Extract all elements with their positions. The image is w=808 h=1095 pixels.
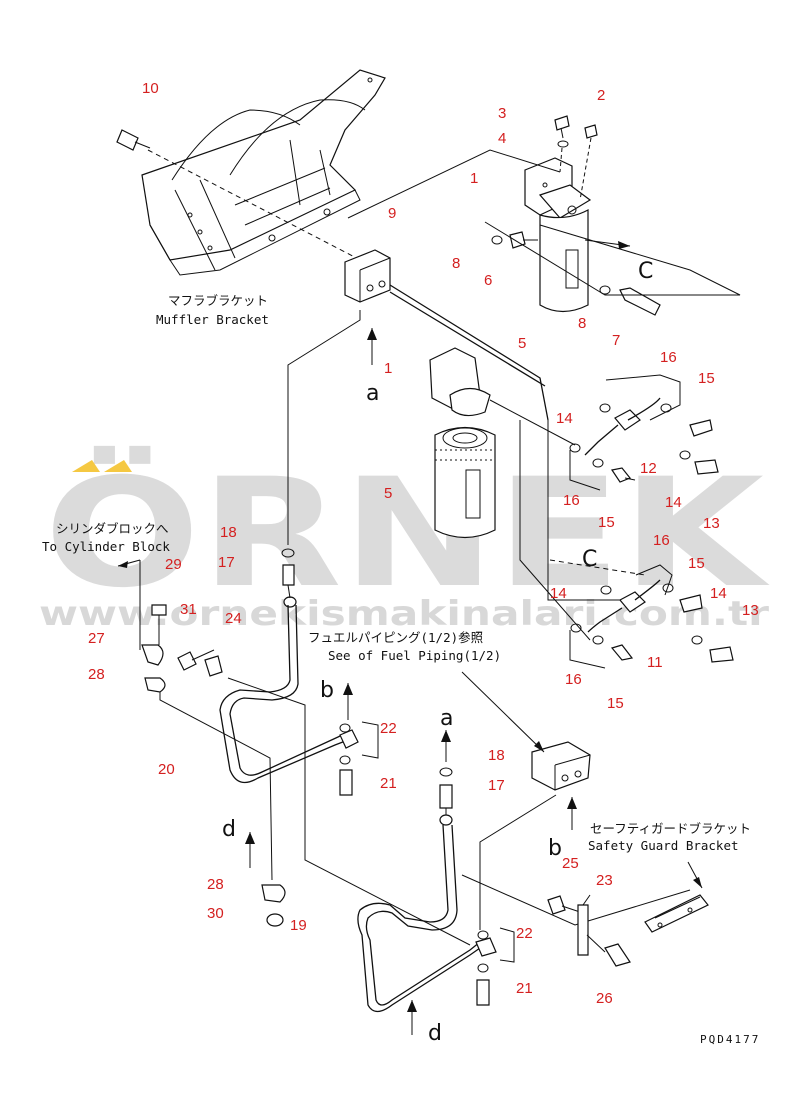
letter-a-top: a <box>366 381 379 406</box>
callout-9: 9 <box>388 205 396 222</box>
callout-8b: 8 <box>578 315 586 332</box>
callout-15c: 15 <box>688 555 705 572</box>
callout-17a: 17 <box>218 554 235 571</box>
callout-16c: 16 <box>653 532 670 549</box>
callout-14a: 14 <box>556 410 573 427</box>
drawing-code: PQD4177 <box>700 1033 760 1046</box>
callout-21b: 21 <box>516 980 533 997</box>
callout-23: 23 <box>596 872 613 889</box>
callout-14b: 14 <box>665 494 682 511</box>
label-safety-guard-jp: セーフティガードブラケット <box>590 821 751 836</box>
hose-assembly-11 <box>569 564 734 669</box>
clamp-parts-left <box>117 559 273 881</box>
block-9 <box>344 249 391 303</box>
filter-assembly-top <box>524 157 592 313</box>
letter-d-left: d <box>222 817 236 842</box>
callout-14d: 14 <box>710 585 727 602</box>
safety-guard-parts <box>461 861 709 967</box>
watermark-brand: ÖRNEK <box>44 445 770 621</box>
label-fuel-piping-jp: フュエルパイピング(1/2)参照 <box>308 630 483 645</box>
callout-5b: 5 <box>384 485 392 502</box>
callout-3: 3 <box>498 105 506 122</box>
annotation-labels: マフラブラケット Muffler Bracket シリンダブロックへ To Cy… <box>42 293 760 1046</box>
callout-31: 31 <box>180 601 197 618</box>
filter-assembly-middle <box>429 347 576 539</box>
callout-22b: 22 <box>516 925 533 942</box>
callout-2: 2 <box>597 87 605 104</box>
label-fuel-piping-en: See of Fuel Piping(1/2) <box>328 648 501 663</box>
bolt-10 <box>116 129 371 266</box>
callout-22a: 22 <box>380 720 397 737</box>
view-letters: a a b b C C d d <box>222 259 653 1046</box>
watermark-accent-left <box>72 460 100 472</box>
label-safety-guard-en: Safety Guard Bracket <box>588 838 739 853</box>
label-cylinder-jp: シリンダブロックへ <box>56 521 169 536</box>
hose-assembly-12 <box>569 374 719 491</box>
callout-13b: 13 <box>742 602 759 619</box>
callout-14c: 14 <box>550 585 567 602</box>
callout-26: 26 <box>596 990 613 1007</box>
callout-20: 20 <box>158 761 175 778</box>
label-muffler-jp: マフラブラケット <box>168 293 268 308</box>
letter-c-middle: C <box>582 547 597 572</box>
callout-18b: 18 <box>488 747 505 764</box>
callout-25: 25 <box>562 855 579 872</box>
callout-18a: 18 <box>220 524 237 541</box>
callout-1: 1 <box>470 170 478 187</box>
callout-15a: 15 <box>698 370 715 387</box>
letter-b-left: b <box>320 678 334 703</box>
callout-16a: 16 <box>660 349 677 366</box>
callout-5a: 5 <box>518 335 526 352</box>
watermark-url: www.ornekismakinalari.com.tr <box>39 594 769 634</box>
letter-b-lower: b <box>548 836 562 861</box>
callout-13a: 13 <box>703 515 720 532</box>
callouts: 10 3 2 4 1 9 8 6 5 8 7 1 16 15 14 12 14 … <box>88 80 759 1007</box>
callout-11: 11 <box>647 654 663 671</box>
block-lower <box>531 741 591 791</box>
callout-21a: 21 <box>380 775 397 792</box>
callout-12: 12 <box>640 460 657 477</box>
callout-30: 30 <box>207 905 224 922</box>
callout-15d: 15 <box>607 695 624 712</box>
callout-6: 6 <box>484 272 492 289</box>
pipe-19 <box>357 814 515 1013</box>
letter-d-lower: d <box>428 1021 442 1046</box>
callout-24: 24 <box>225 610 242 627</box>
callout-4: 4 <box>498 130 506 147</box>
callout-7: 7 <box>612 332 620 349</box>
callout-27: 27 <box>88 630 105 647</box>
callout-28b: 28 <box>207 876 224 893</box>
callout-10: 10 <box>142 80 159 97</box>
callout-8a: 8 <box>452 255 460 272</box>
callout-19: 19 <box>290 917 307 934</box>
callout-28a: 28 <box>88 666 105 683</box>
callout-16b: 16 <box>563 492 580 509</box>
callout-17b: 17 <box>488 777 505 794</box>
callout-16d: 16 <box>565 671 582 688</box>
watermark: ÖRNEK www.ornekismakinalari.com.tr <box>39 445 770 634</box>
callout-15b: 15 <box>598 514 615 531</box>
letter-c-top: C <box>638 259 653 284</box>
letter-a-lower: a <box>440 706 453 731</box>
watermark-accent-right <box>104 460 132 472</box>
callout-1b: 1 <box>384 360 392 377</box>
muffler-bracket <box>141 69 386 276</box>
label-cylinder-en: To Cylinder Block <box>42 539 170 554</box>
callout-29: 29 <box>165 556 182 573</box>
label-muffler-en: Muffler Bracket <box>156 312 269 327</box>
